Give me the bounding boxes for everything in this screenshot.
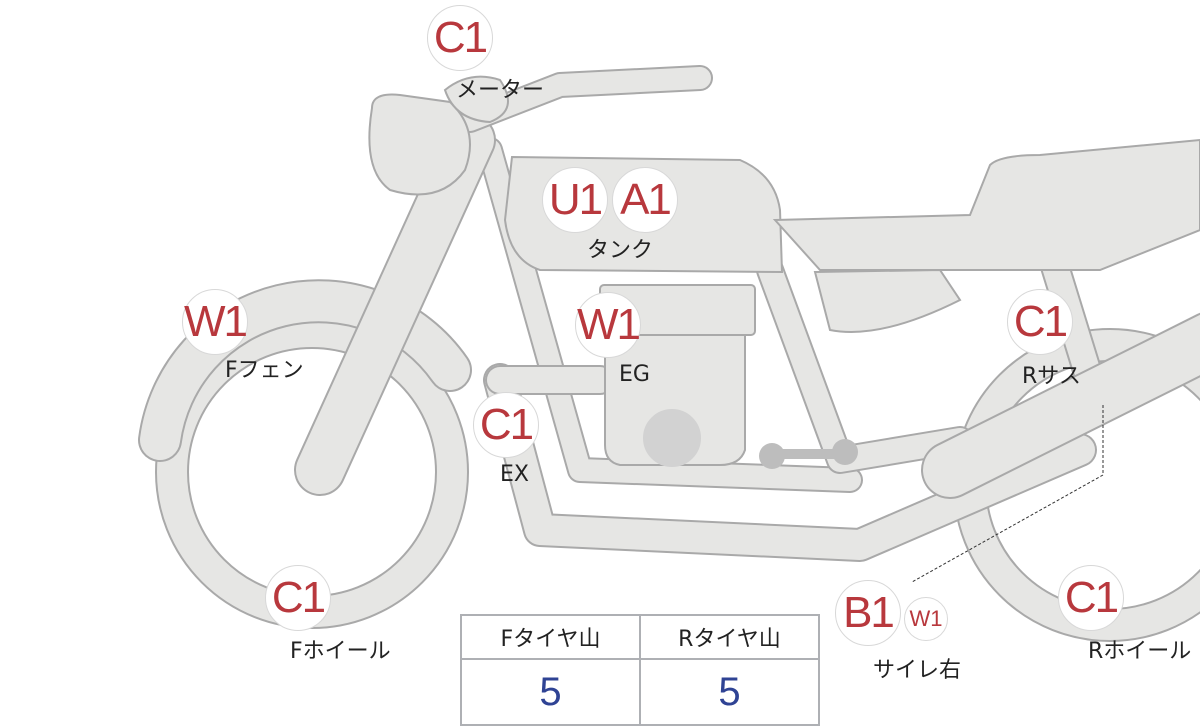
- leader-line: [911, 405, 1104, 583]
- label-r-wheel: Rホイール: [1088, 639, 1192, 664]
- badge-tank-a1[interactable]: A1: [612, 167, 678, 233]
- label-engine: EG: [619, 362, 650, 387]
- value-r-tire: 5: [639, 658, 820, 726]
- muffler: [921, 313, 1200, 499]
- badge-tank-u1[interactable]: U1: [542, 167, 608, 233]
- front-fork: [294, 114, 496, 496]
- label-tank: タンク: [587, 238, 654, 263]
- badge-r-suspension-c1[interactable]: C1: [1007, 289, 1073, 355]
- footpeg: [759, 439, 858, 469]
- label-r-suspension: Rサス: [1022, 364, 1081, 389]
- engine-block: [604, 334, 746, 466]
- badge-muffler-b1[interactable]: B1: [835, 580, 901, 646]
- label-muffler-right: サイレ右: [873, 658, 962, 683]
- value-f-tire: 5: [460, 658, 641, 726]
- label-exhaust: EX: [500, 462, 529, 487]
- seat: [772, 138, 1200, 271]
- badge-engine-w1[interactable]: W1: [575, 292, 641, 358]
- engine-cover: [643, 409, 701, 467]
- meter-shape: [443, 75, 509, 124]
- badge-muffler-w1[interactable]: W1: [904, 597, 948, 641]
- header-r-tire: Rタイヤ山: [639, 614, 820, 660]
- badge-f-fender-w1[interactable]: W1: [182, 289, 248, 355]
- badge-meter-c1[interactable]: C1: [427, 5, 493, 71]
- side-cover: [813, 268, 962, 333]
- label-f-wheel: Fホイール: [290, 639, 391, 664]
- badge-exhaust-c1[interactable]: C1: [473, 392, 539, 458]
- headlight: [368, 93, 471, 196]
- badge-r-wheel-c1[interactable]: C1: [1058, 565, 1124, 631]
- label-meter: メーター: [456, 78, 545, 103]
- header-f-tire: Fタイヤ山: [460, 614, 641, 660]
- badge-f-wheel-c1[interactable]: C1: [265, 565, 331, 631]
- tire-tread-table: Fタイヤ山 Rタイヤ山 5 5: [460, 614, 820, 726]
- label-f-fender: Fフェン: [225, 358, 304, 383]
